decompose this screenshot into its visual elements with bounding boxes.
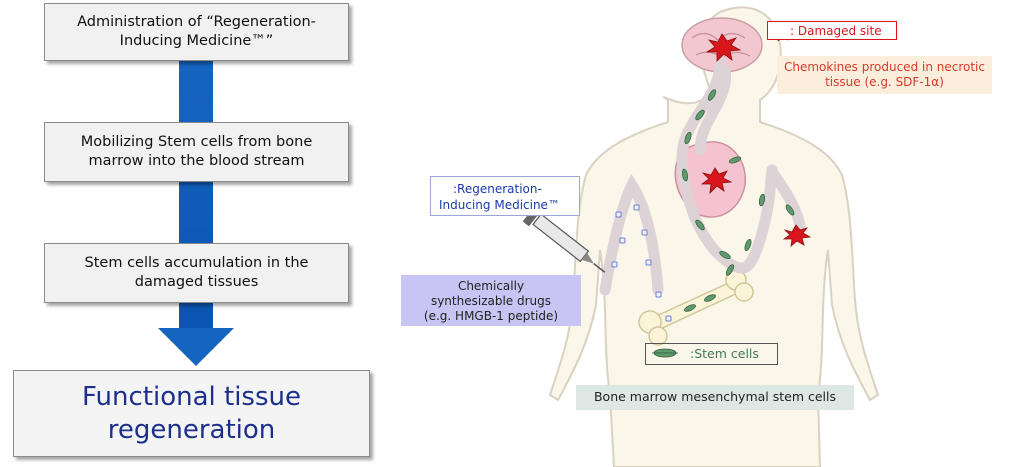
stem-cells-in-vessels xyxy=(681,89,795,312)
flow-step-mobilizing: Mobilizing Stem cells from bone marrow i… xyxy=(44,122,349,182)
medicine-particles xyxy=(611,204,672,322)
flow-result-regeneration: Functional tissue regeneration xyxy=(13,370,370,457)
chemokines-label: Chemokines produced in necrotic tissue (… xyxy=(777,56,992,94)
bone-marrow-label: Bone marrow mesenchymal stem cells xyxy=(576,385,854,410)
flow-step-accumulation: Stem cells accumulation in the damaged t… xyxy=(44,243,349,303)
flow-arrow-head xyxy=(158,328,234,366)
stem-cell-legend-icon xyxy=(652,348,678,358)
chemical-drugs-label: Chemically synthesizable drugs (e.g. HMG… xyxy=(401,275,581,326)
body-illustration xyxy=(439,6,880,467)
damaged-site-label: : Damaged site xyxy=(767,21,897,40)
medicine-label: :Regeneration- Inducing Medicine™ xyxy=(430,176,580,216)
flow-step-administration: Administration of “Regeneration-Inducing… xyxy=(44,3,349,61)
blood-vessels xyxy=(599,54,806,296)
damaged-site-markers xyxy=(700,33,812,247)
stem-cells-legend: :Stem cells xyxy=(645,343,778,365)
femur-bone xyxy=(638,269,754,346)
